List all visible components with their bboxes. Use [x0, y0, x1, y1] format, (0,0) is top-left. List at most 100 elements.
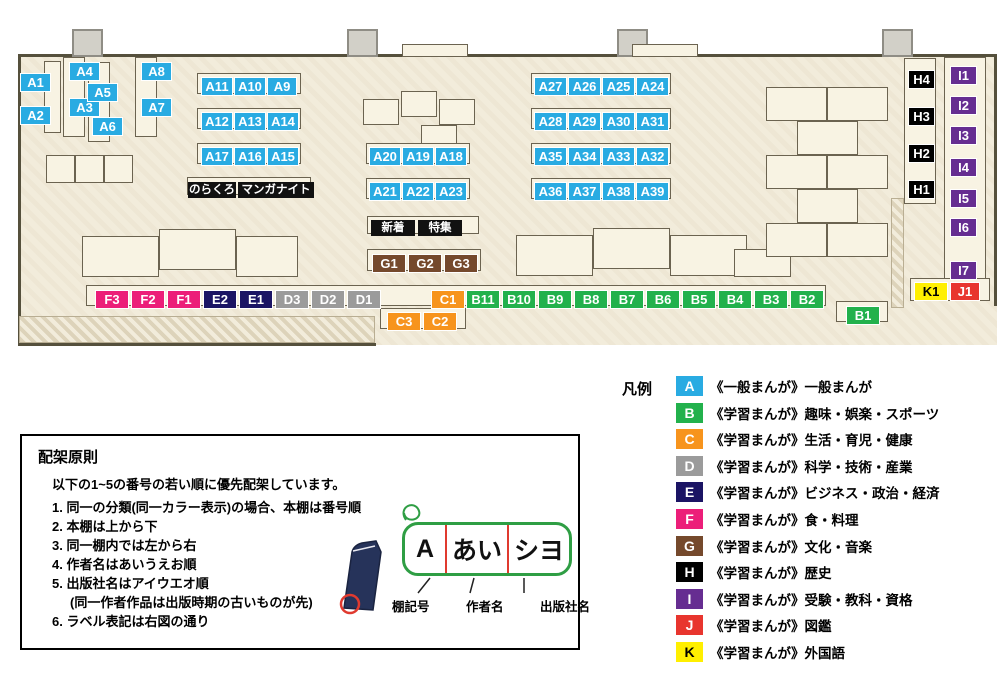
shelf — [593, 228, 670, 269]
map-label-B8: B8 — [574, 290, 608, 309]
map-label-A24: A24 — [636, 77, 669, 96]
wall-top — [18, 54, 997, 57]
legend-label: 《学習まんが》食・料理 — [710, 513, 859, 528]
legend-row-B: B《学習まんが》趣味・娯楽・スポーツ — [676, 402, 939, 427]
map-label-C3: C3 — [387, 312, 421, 331]
legend-row-D: D 《学習まんが》科学・技術・産業 — [676, 455, 913, 480]
map-label-I1: I1 — [950, 66, 977, 85]
map-label-A15: A15 — [267, 147, 299, 166]
map-label-I6: I6 — [950, 218, 977, 237]
hatch-band-bottom — [19, 316, 375, 343]
map-label-A26: A26 — [568, 77, 601, 96]
wall-right — [994, 54, 997, 306]
map-label-A2: A2 — [20, 106, 51, 125]
map-label-A32: A32 — [636, 147, 669, 166]
shelf — [159, 229, 236, 270]
map-label-H2: H2 — [908, 144, 935, 163]
map-label-A10: A10 — [234, 77, 266, 96]
legend-row-G: G 《学習まんが》文化・音楽 — [676, 535, 872, 560]
map-label-A21: A21 — [369, 182, 401, 201]
map-label-A31: A31 — [636, 112, 669, 131]
map-label-A9: A9 — [267, 77, 297, 96]
legend-title: 凡例 — [622, 381, 653, 398]
map-label-A33: A33 — [602, 147, 635, 166]
label-captions: 棚記号作者名出版社名 — [392, 596, 590, 615]
map-label-A23: A23 — [435, 182, 467, 201]
principles-item: 1. 同一の分類(同一カラー表示)の場合、本棚は番号順 — [52, 500, 362, 515]
map-label-A14: A14 — [267, 112, 299, 131]
legend-label: 《学習まんが》外国語 — [710, 646, 845, 661]
shelf — [46, 155, 75, 183]
map-label-A12: A12 — [201, 112, 233, 131]
map-label-D3: D3 — [275, 290, 309, 309]
map-label-A7: A7 — [141, 98, 172, 117]
legend-chip-H: H — [676, 562, 703, 583]
map-label-A35: A35 — [534, 147, 567, 166]
map-label-E2: E2 — [203, 290, 237, 309]
legend-label: 《学習まんが》受験・教科・資格 — [710, 592, 913, 608]
shelf — [401, 91, 437, 117]
legend-row-E: E《学習まんが》ビジネス・政治・経済 — [676, 482, 940, 506]
map-label-A28: A28 — [534, 112, 567, 131]
map-label-のらくろ: のらくろ — [188, 182, 236, 198]
legend-label: 《学習まんが》文化・音楽 — [710, 539, 872, 555]
shelf — [75, 155, 104, 183]
map-label-A29: A29 — [568, 112, 601, 131]
pillar — [882, 29, 913, 57]
shelf — [766, 223, 827, 257]
legend-label: 《学習まんが》図鑑 — [710, 619, 832, 635]
principles-item: 2. 本棚は上から下 — [52, 519, 158, 534]
map-label-I4: I4 — [950, 158, 977, 177]
legend-chip-G: G — [676, 535, 703, 556]
map-label-B6: B6 — [646, 290, 680, 309]
map-label-K1: K1 — [914, 282, 948, 301]
legend-chip-D: D — [676, 455, 703, 476]
legend-row-I: I《学習まんが》受験・教科・資格 — [676, 588, 913, 613]
map-label-A17: A17 — [201, 147, 233, 166]
shelf — [766, 155, 827, 189]
map-label-B11: B11 — [466, 290, 500, 309]
map-label-F1: F1 — [167, 290, 201, 309]
label-caption-1: 作者名 — [465, 600, 504, 614]
map-label-A4: A4 — [69, 62, 100, 81]
legend-chip-C: C — [676, 429, 703, 450]
shelf — [104, 155, 133, 183]
map-label-A36: A36 — [534, 182, 567, 201]
shelf — [402, 44, 468, 57]
map-label-A20: A20 — [369, 147, 401, 166]
shelf — [236, 236, 298, 277]
legend-chip-A: A — [676, 376, 703, 396]
shelf — [797, 121, 858, 155]
legend-label: 《学習まんが》歴史 — [710, 566, 832, 582]
label-cell-1: あい — [447, 525, 509, 573]
map-label-A6: A6 — [92, 117, 123, 136]
map-label-I3: I3 — [950, 126, 977, 145]
map-label-A5: A5 — [87, 83, 118, 102]
map-label-C2: C2 — [423, 312, 457, 331]
principles-item: 6. ラベル表記は右図の通り — [52, 614, 210, 629]
pointer-lines — [417, 577, 525, 594]
legend-label: 《学習まんが》生活・育児・健康 — [710, 433, 913, 449]
map-label-A11: A11 — [201, 77, 233, 96]
legend-row-K: K《学習まんが》外国語 — [676, 642, 845, 666]
wall-left — [18, 54, 21, 346]
principles-intro: 以下の1~5の番号の若い順に優先配架しています。 — [52, 477, 346, 492]
legend-chip-F: F — [676, 509, 703, 529]
map-label-G1: G1 — [372, 254, 406, 273]
legend-label: 《学習まんが》科学・技術・産業 — [710, 459, 913, 475]
shelf — [516, 235, 593, 276]
map-label-A13: A13 — [234, 112, 266, 131]
label-caption-0: 棚記号 — [392, 600, 430, 614]
map-label-I7: I7 — [950, 261, 977, 280]
label-cell-0: A — [405, 525, 447, 573]
map-label-新着: 新着 — [371, 220, 415, 236]
map-label-H4: H4 — [908, 70, 935, 89]
map-label-B10: B10 — [502, 290, 536, 309]
curl-decoration — [402, 504, 421, 521]
legend-row-H: H 《学習まんが》歴史 — [676, 562, 832, 586]
map-label-A25: A25 — [602, 77, 635, 96]
map-label-J1: J1 — [950, 282, 980, 301]
map-label-C1: C1 — [431, 290, 465, 309]
